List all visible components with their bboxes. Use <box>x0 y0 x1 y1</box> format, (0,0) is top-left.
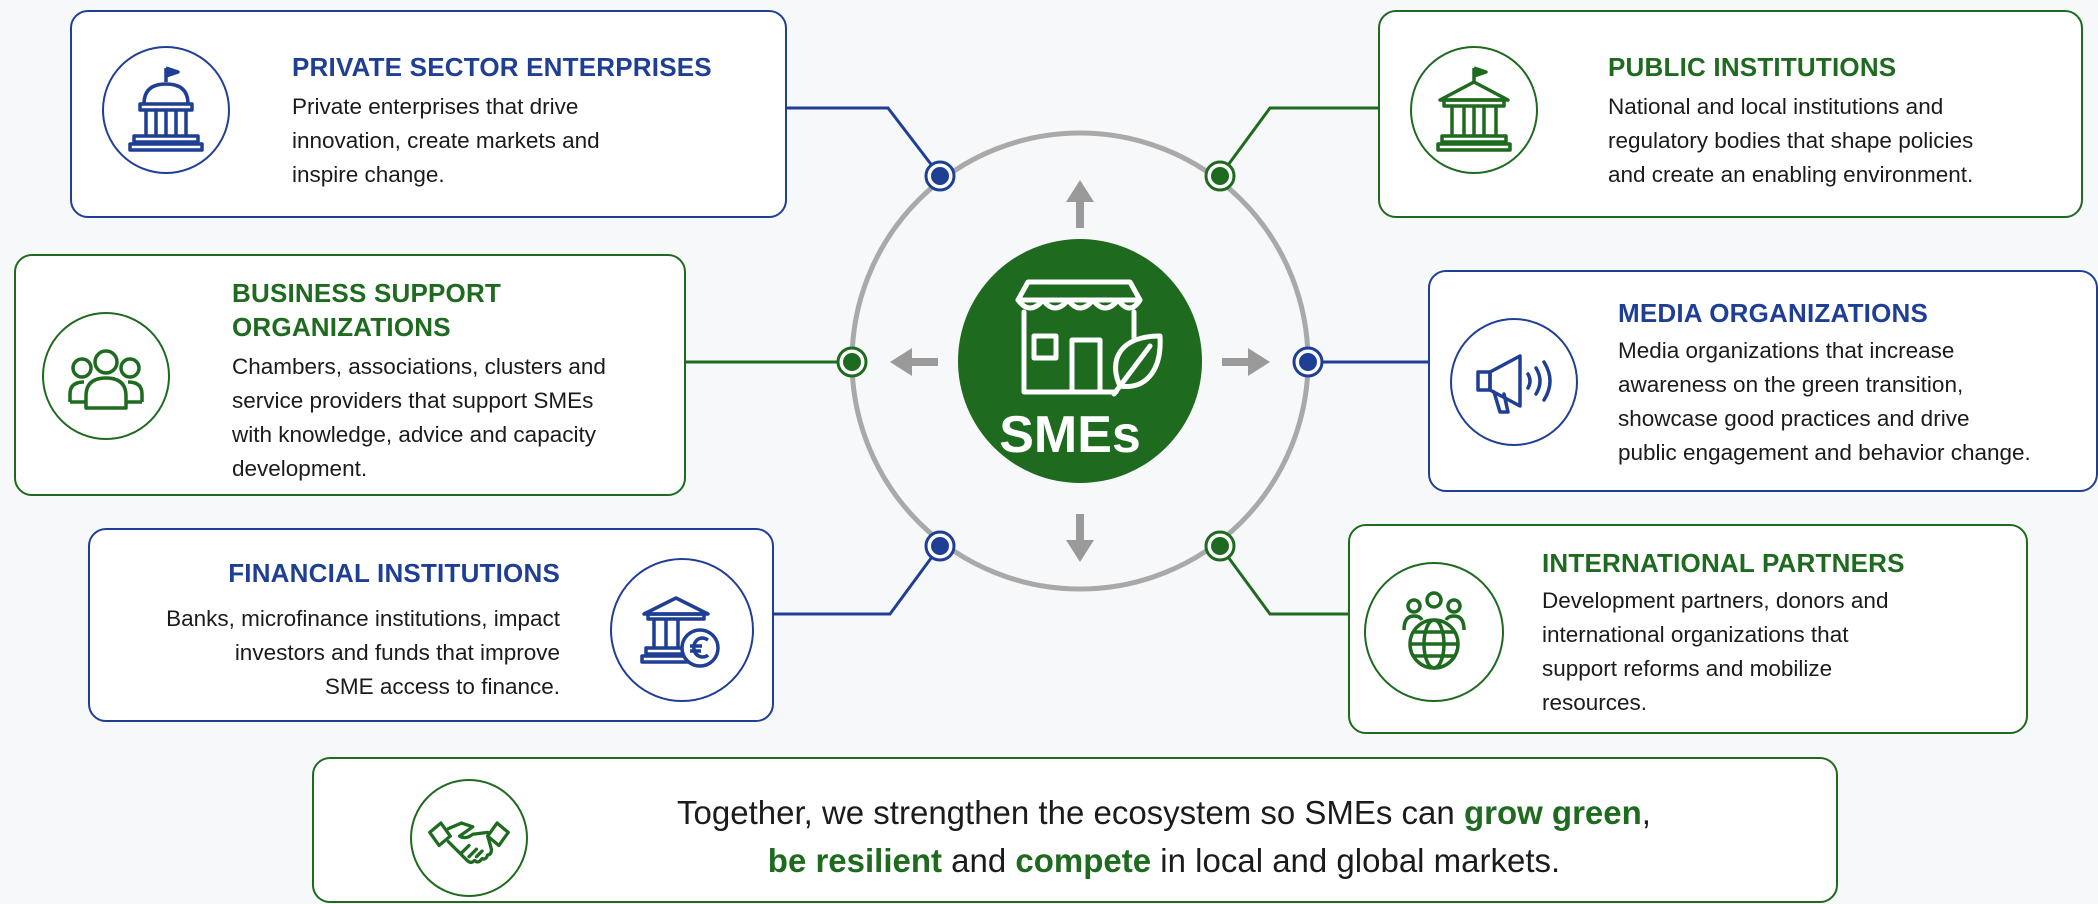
banner-line2-suffix: in local and global markets. <box>1151 842 1561 879</box>
public-institutions-icon-frame <box>1410 46 1538 174</box>
media-icon-frame <box>1450 318 1578 446</box>
banner-line-2: be resilient and compete in local and gl… <box>614 837 1714 885</box>
media-desc-line: showcase good practices and drive <box>1618 406 1970 431</box>
people-globe-icon <box>1402 591 1466 670</box>
private-sector-title: PRIVATE SECTOR ENTERPRISES <box>292 52 712 82</box>
media-description: Media organizations that increase awaren… <box>1618 334 2088 470</box>
arrow-down-icon <box>1066 514 1094 562</box>
international-description: Development partners, donors and interna… <box>1542 584 2002 720</box>
ring-node-private-sector <box>924 160 956 192</box>
card-business-support: BUSINESS SUPPORT ORGANIZATIONS Chambers,… <box>14 254 686 496</box>
handshake-icon <box>428 821 510 864</box>
business-support-desc-line: Chambers, associations, clusters and <box>232 354 606 379</box>
business-support-description: Chambers, associations, clusters and ser… <box>232 350 672 486</box>
card-public-institutions: PUBLIC INSTITUTIONS National and local i… <box>1378 10 2083 218</box>
international-desc-line: Development partners, donors and <box>1542 588 1889 613</box>
arrow-left-icon <box>890 348 938 376</box>
business-support-title-line: BUSINESS SUPPORT <box>232 278 502 308</box>
ring-node-public-institutions <box>1204 160 1236 192</box>
media-desc-line: Media organizations that increase <box>1618 338 1955 363</box>
media-desc-line: awareness on the green transition, <box>1618 372 1964 397</box>
handshake-icon-frame <box>410 779 528 897</box>
center-label: SMEs <box>999 406 1141 464</box>
government-building-icon <box>128 66 204 152</box>
business-support-title: BUSINESS SUPPORT ORGANIZATIONS <box>232 276 501 344</box>
media-title: MEDIA ORGANIZATIONS <box>1618 298 1929 328</box>
public-institutions-desc-line: regulatory bodies that shape policies <box>1608 128 1974 153</box>
international-desc-line: international organizations that <box>1542 622 1849 647</box>
government-building-icon <box>1436 66 1512 152</box>
business-support-icon-frame <box>42 312 170 440</box>
banner-message: Together, we strengthen the ecosystem so… <box>614 789 1714 885</box>
media-desc-line: public engagement and behavior change. <box>1618 440 2031 465</box>
banner-highlight-compete: compete <box>1015 842 1152 879</box>
arrow-up-icon <box>1066 180 1094 228</box>
financial-icon-frame <box>610 558 754 702</box>
business-support-title-line: ORGANIZATIONS <box>232 312 451 342</box>
banner-line1-prefix: Together, we strengthen the ecosystem so… <box>677 794 1464 831</box>
business-support-desc-line: service providers that support SMEs <box>232 388 594 413</box>
banner-line-1: Together, we strengthen the ecosystem so… <box>614 789 1714 837</box>
public-institutions-desc-line: National and local institutions and <box>1608 94 1944 119</box>
bank-euro-icon <box>640 596 720 668</box>
public-institutions-description: National and local institutions and regu… <box>1608 90 2068 192</box>
banner-line1-suffix: , <box>1641 794 1651 831</box>
card-financial: Banks, microfinance institutions, impact… <box>88 528 774 722</box>
card-international: INTERNATIONAL PARTNERS Development partn… <box>1348 524 2028 734</box>
financial-desc-line: investors and funds that improve <box>234 640 560 665</box>
banner-line2-middle: and <box>942 842 1016 879</box>
ring-node-media <box>1292 346 1324 378</box>
card-media: MEDIA ORGANIZATIONS Media organizations … <box>1428 270 2098 492</box>
ring-node-business-support <box>836 346 868 378</box>
business-support-desc-line: development. <box>232 456 368 481</box>
financial-desc-line: SME access to finance. <box>324 674 560 699</box>
people-group-icon <box>68 349 144 410</box>
card-private-sector: PRIVATE SECTOR ENTERPRISES Private enter… <box>70 10 787 218</box>
ring-node-financial <box>924 530 956 562</box>
banner-highlight-be-resilient: be resilient <box>767 842 943 879</box>
business-support-desc-line: with knowledge, advice and capacity <box>232 422 596 447</box>
international-desc-line: support reforms and mobilize <box>1542 656 1833 681</box>
public-institutions-title: PUBLIC INSTITUTIONS <box>1608 52 1897 82</box>
connector-private-sector <box>785 106 942 177</box>
private-sector-desc-line: innovation, create markets and <box>292 128 600 153</box>
private-sector-icon-frame <box>102 46 230 174</box>
private-sector-desc-line: Private enterprises that drive <box>292 94 579 119</box>
connector-financial <box>772 545 942 616</box>
banner-highlight-grow-green: grow green <box>1463 794 1642 831</box>
financial-description: Banks, microfinance institutions, impact… <box>110 602 560 704</box>
connector-international <box>1218 545 1350 616</box>
megaphone-icon <box>1476 354 1552 414</box>
international-desc-line: resources. <box>1542 690 1648 715</box>
private-sector-description: Private enterprises that drive innovatio… <box>292 90 762 192</box>
private-sector-desc-line: inspire change. <box>292 162 445 187</box>
bottom-banner: Together, we strengthen the ecosystem so… <box>312 757 1838 903</box>
shop-icon <box>1015 279 1163 397</box>
connector-public-institutions <box>1218 106 1380 177</box>
arrow-right-icon <box>1222 348 1270 376</box>
international-icon-frame <box>1364 562 1504 702</box>
public-institutions-desc-line: and create an enabling environment. <box>1608 162 1974 187</box>
financial-desc-line: Banks, microfinance institutions, impact <box>166 606 560 631</box>
international-title: INTERNATIONAL PARTNERS <box>1542 548 1905 578</box>
ring-node-international <box>1204 530 1236 562</box>
financial-title: FINANCIAL INSTITUTIONS <box>228 558 560 588</box>
